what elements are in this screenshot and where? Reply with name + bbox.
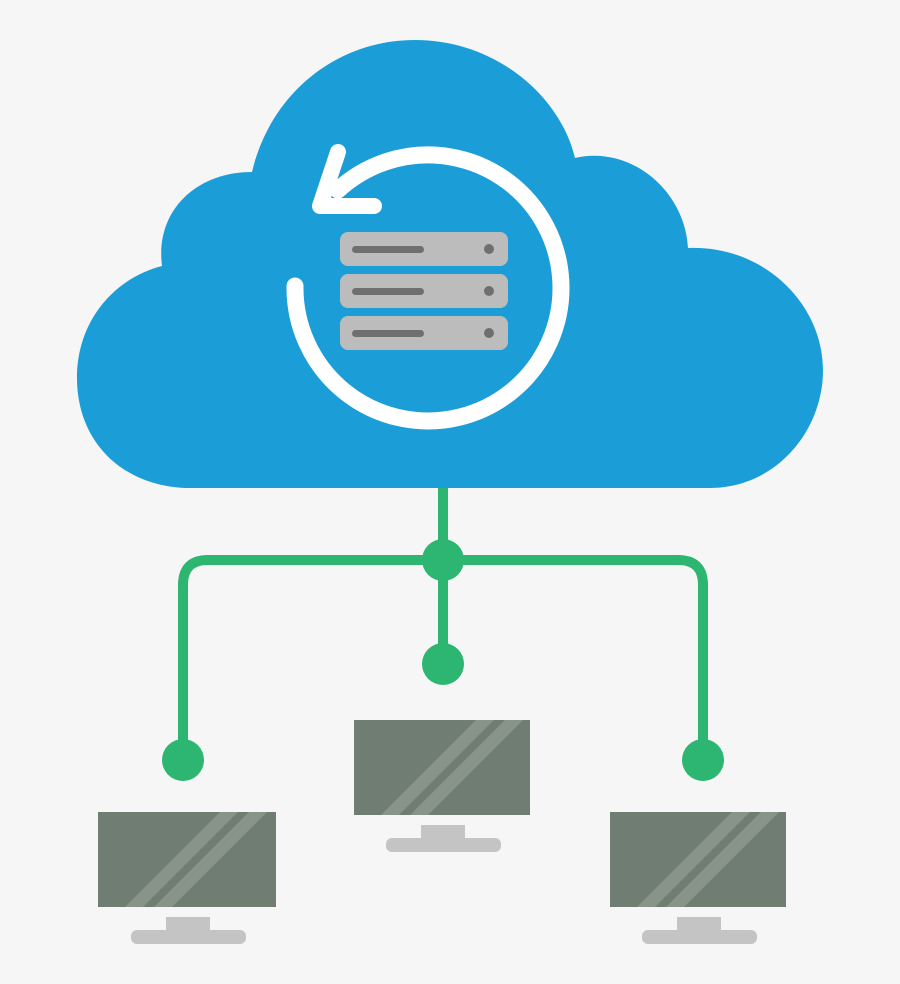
server-unit (340, 316, 508, 350)
monitor-glare (637, 812, 750, 907)
monitor-glare (154, 812, 267, 907)
sync-arrowhead (312, 144, 382, 214)
sync-arrow-icon (286, 144, 570, 430)
sync-arrow-arc (286, 146, 570, 430)
monitor-stand-neck (677, 917, 721, 932)
connector-node-left (162, 739, 204, 781)
server-unit (340, 232, 508, 266)
monitor-stand-neck (421, 825, 465, 840)
monitor-stand-neck (166, 917, 210, 932)
monitor-glare (381, 720, 494, 815)
monitor-glare (125, 812, 238, 907)
monitor-stand-base (386, 838, 501, 852)
server-rack-icon (340, 232, 508, 350)
server-unit (340, 274, 508, 308)
connector-hub-node (422, 539, 464, 581)
monitor-stand-base (642, 930, 757, 944)
monitor-glare (410, 720, 523, 815)
network-connectors (162, 488, 724, 781)
connector-node-right (682, 739, 724, 781)
desktop-monitor-icon (98, 812, 276, 944)
monitor-glare (666, 812, 779, 907)
desktop-monitor-icon (354, 720, 530, 852)
monitor-stand-base (131, 930, 246, 944)
desktop-monitor-icon (610, 812, 786, 944)
connector-node-center (422, 643, 464, 685)
